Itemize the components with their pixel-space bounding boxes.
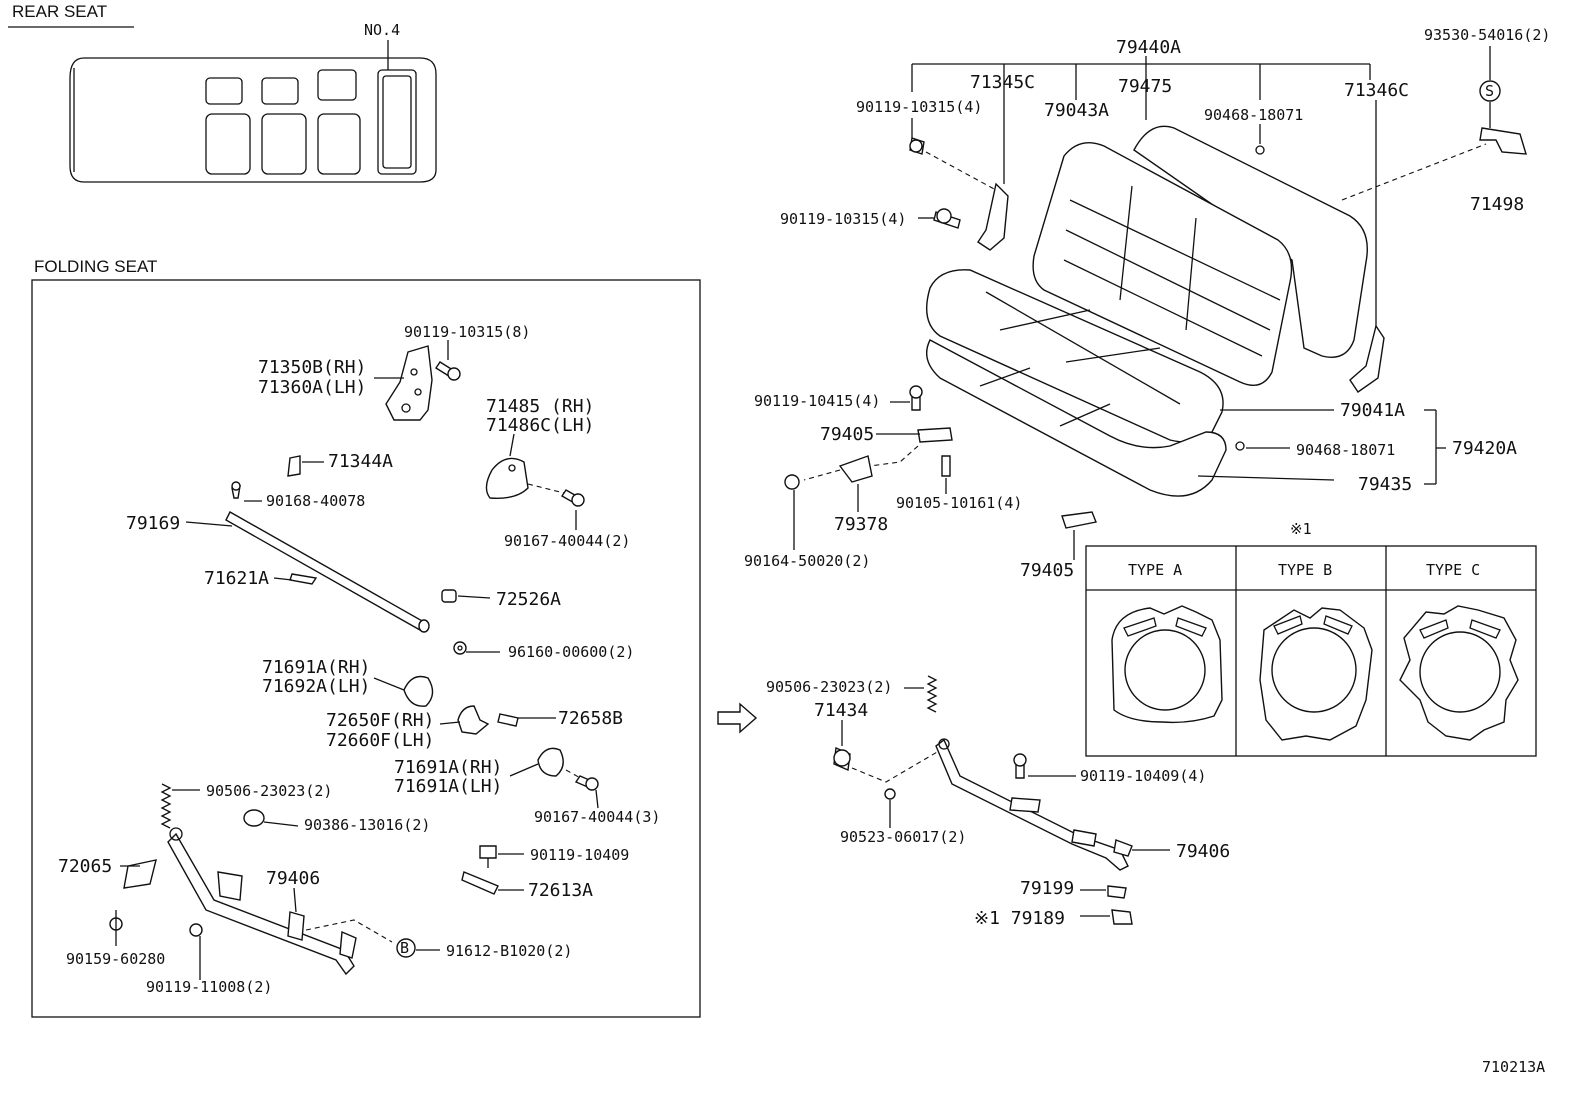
label-72658b: 72658B bbox=[558, 708, 623, 729]
folding-seat-title: FOLDING SEAT bbox=[34, 257, 157, 276]
type-b-drawing bbox=[1259, 607, 1373, 741]
label-90119-10415: 90119-10415(4) bbox=[754, 392, 880, 410]
label-79041a: 79041A bbox=[1340, 400, 1405, 421]
label-90119-10315-4b: 90119-10315(4) bbox=[780, 210, 906, 228]
label-71350b: 71350B(RH) bbox=[258, 357, 366, 378]
type-b-header: TYPE B bbox=[1278, 561, 1332, 579]
label-79405b: 79405 bbox=[1020, 560, 1074, 581]
label-79169: 79169 bbox=[126, 513, 180, 534]
label-90168-40078: 90168-40078 bbox=[266, 492, 365, 510]
hinge-bracket-part bbox=[385, 345, 461, 421]
vehicle-top-view bbox=[69, 57, 437, 183]
type-note-mark: ※1 bbox=[1290, 520, 1312, 538]
lower-main-leaders bbox=[841, 687, 1170, 917]
type-table: ※1 TYPE A TYPE B TYPE C bbox=[1085, 520, 1537, 757]
type-c-header: TYPE C bbox=[1426, 561, 1480, 579]
label-72065: 72065 bbox=[58, 856, 112, 877]
arrow-right-icon bbox=[717, 702, 758, 734]
label-71344a: 71344A bbox=[328, 451, 393, 472]
label-90167-40044-3: 90167-40044(3) bbox=[534, 808, 660, 826]
label-79378: 79378 bbox=[834, 514, 888, 535]
main-fasteners bbox=[784, 46, 1527, 529]
label-71692a-lh: 71692A(LH) bbox=[262, 676, 370, 697]
frame-79406-part bbox=[109, 827, 393, 976]
bracket-71344a-part bbox=[287, 455, 324, 477]
label-91612-b1020: 91612-B1020(2) bbox=[446, 942, 572, 960]
label-90506-23023b: 90506-23023(2) bbox=[766, 678, 892, 696]
label-71486c: 71486C(LH) bbox=[486, 415, 594, 436]
label-79420a: 79420A bbox=[1452, 438, 1517, 459]
b-mark: B bbox=[396, 938, 416, 958]
label-79043a: 79043A bbox=[1044, 100, 1109, 121]
seat-position-label: NO.4 bbox=[364, 21, 400, 39]
b-mark-letter: B bbox=[400, 939, 409, 957]
s-mark-letter: S bbox=[1485, 82, 1494, 100]
cam-parts bbox=[403, 675, 599, 791]
label-72526a: 72526A bbox=[496, 589, 561, 610]
seat-back-assembly bbox=[926, 125, 1385, 497]
label-96160-00600: 96160-00600(2) bbox=[508, 643, 634, 661]
label-79435: 79435 bbox=[1358, 474, 1412, 495]
label-90119-10409-4: 90119-10409(4) bbox=[1080, 767, 1206, 785]
label-72613a: 72613A bbox=[528, 880, 593, 901]
spring-and-bushing-parts bbox=[160, 783, 499, 895]
lower-main-labels: 90506-23023(2) 71434 90119-10409(4) 9052… bbox=[766, 678, 1230, 929]
label-71691a-rh: 71691A(RH) bbox=[262, 657, 370, 678]
label-71691a-lh-2: 71691A(LH) bbox=[394, 776, 502, 797]
folding-seat-frame bbox=[31, 279, 701, 1018]
main-leaders bbox=[793, 118, 1446, 560]
label-93530-54016: 93530-54016(2) bbox=[1424, 26, 1550, 44]
label-79475: 79475 bbox=[1118, 76, 1172, 97]
frame-79406-main-part bbox=[833, 675, 1133, 925]
top-bracket-lines bbox=[911, 56, 1377, 330]
drawing-id: 710213A bbox=[1482, 1058, 1545, 1076]
label-79405a: 79405 bbox=[820, 424, 874, 445]
label-90119-11008: 90119-11008(2) bbox=[146, 978, 272, 996]
label-79199: 79199 bbox=[1020, 878, 1074, 899]
label-71360a: 71360A(LH) bbox=[258, 377, 366, 398]
label-71345c: 71345C bbox=[970, 72, 1035, 93]
folding-seat-labels: 90119-10315(8) 71350B(RH) 71360A(LH) 714… bbox=[58, 323, 660, 996]
type-a-header: TYPE A bbox=[1128, 561, 1182, 579]
label-90159-60280: 90159-60280 bbox=[66, 950, 165, 968]
label-71346c: 71346C bbox=[1344, 80, 1409, 101]
label-90105-10161: 90105-10161(4) bbox=[896, 494, 1022, 512]
type-c-drawing bbox=[1399, 605, 1519, 741]
label-71434: 71434 bbox=[814, 700, 868, 721]
shaft-79169-part bbox=[225, 481, 467, 655]
label-72650f: 72650F(RH) bbox=[326, 710, 434, 731]
label-71498: 71498 bbox=[1470, 194, 1524, 215]
label-90523-06017: 90523-06017(2) bbox=[840, 828, 966, 846]
label-90119-10315-8: 90119-10315(8) bbox=[404, 323, 530, 341]
label-90468-18071b: 90468-18071 bbox=[1296, 441, 1395, 459]
label-90386-13016: 90386-13016(2) bbox=[304, 816, 430, 834]
type-a-drawing bbox=[1111, 605, 1223, 724]
label-79189: ※1 79189 bbox=[974, 908, 1065, 929]
rear-seat-title: REAR SEAT bbox=[12, 2, 107, 21]
label-90167-40044-2: 90167-40044(2) bbox=[504, 532, 630, 550]
label-71691a-rh-2: 71691A(RH) bbox=[394, 757, 502, 778]
label-90119-10409: 90119-10409 bbox=[530, 846, 629, 864]
main-labels: 79440A 93530-54016(2) 71345C 79475 71346… bbox=[744, 26, 1550, 581]
label-90119-10315-4a: 90119-10315(4) bbox=[856, 98, 982, 116]
label-90164-50020: 90164-50020(2) bbox=[744, 552, 870, 570]
folding-seat-leaders bbox=[115, 340, 599, 980]
label-72660f: 72660F(LH) bbox=[326, 730, 434, 751]
label-79440a: 79440A bbox=[1116, 37, 1181, 58]
label-71485: 71485 (RH) bbox=[486, 396, 594, 417]
pivot-cover-part bbox=[485, 457, 585, 507]
label-79406b: 79406 bbox=[1176, 841, 1230, 862]
label-71621a: 71621A bbox=[204, 568, 269, 589]
label-90468-18071a: 90468-18071 bbox=[1204, 106, 1303, 124]
label-79406: 79406 bbox=[266, 868, 320, 889]
label-90506-23023: 90506-23023(2) bbox=[206, 782, 332, 800]
